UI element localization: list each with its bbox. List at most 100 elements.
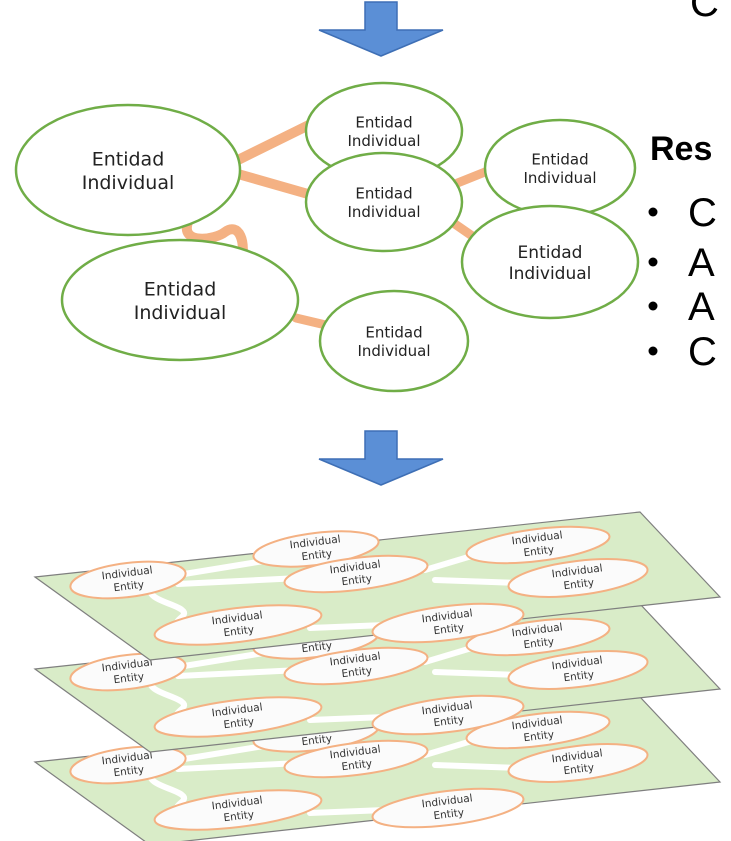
entity-node-ellipse (460, 204, 640, 320)
entity-network: EntidadIndividualEntidadIndividualEntida… (14, 81, 640, 393)
bullet-dot (648, 301, 658, 311)
bullet-list: C A A C (648, 191, 717, 374)
entity-node-ellipse (60, 238, 300, 362)
entity-label-line2: Entity (563, 762, 595, 778)
entity-label-line1: Entidad (531, 150, 588, 168)
entity-label-line2: Entity (301, 733, 333, 749)
entity-label-line2: Entity (563, 669, 595, 685)
arrows-group (318, 1, 444, 486)
bullet-dot (648, 257, 658, 267)
down-arrow-icon (318, 1, 444, 57)
entity-label-line2: Entity (523, 636, 555, 652)
entity-label-line2: Individual (134, 302, 227, 324)
layer-entity-ellipse (507, 650, 649, 690)
entity-label-line2: Entity (113, 764, 145, 780)
entity-label-line2: Entity (433, 807, 465, 823)
entity-label-line2: Entity (341, 665, 373, 681)
entity-label-line1: Entidad (518, 243, 583, 263)
entity-label-line1: Entidad (355, 113, 412, 131)
entity-label-line2: Individual (82, 172, 175, 194)
layer-entity-ellipse (371, 787, 525, 829)
entity-label-line2: Entity (523, 544, 555, 560)
entity-label-line2: Individual (357, 342, 430, 360)
entity-node-ellipse (14, 103, 242, 237)
network-layer: IndividualEntityIndividualEntityIndividu… (33, 511, 722, 661)
layer-link (175, 742, 273, 763)
bullet-item: A (648, 241, 715, 285)
layer-entity-ellipse (69, 652, 187, 692)
network-link (181, 217, 248, 273)
layer-link (307, 807, 388, 816)
entity-label-line2: Entity (223, 624, 255, 640)
entity-label-line2: Entity (433, 714, 465, 730)
network-link (233, 169, 320, 201)
entity-label-line2: Entity (113, 579, 145, 595)
entity-label-line1: Entidad (92, 148, 165, 170)
layer-entity-ellipse (371, 694, 525, 736)
bullet-text: A (688, 285, 715, 329)
layer-entity-ellipse (507, 558, 649, 598)
layer-link (175, 557, 273, 578)
layer-link (175, 649, 273, 670)
stacked-layers: IndividualEntityIndividualEntityIndividu… (33, 511, 722, 841)
entity-label-line2: Entity (341, 758, 373, 774)
layer-entity-ellipse (507, 743, 649, 783)
layer-link (307, 622, 388, 631)
entity-label-line1: Entidad (144, 278, 217, 300)
layer-link (307, 714, 388, 723)
entity-label-line2: Entity (301, 640, 333, 656)
entity-label-line1: Entidad (355, 184, 412, 202)
entity-label-line1: Entidad (365, 323, 422, 341)
layer-entity-ellipse (153, 604, 323, 646)
bullet-text: C (688, 330, 717, 374)
bullet-dot (648, 207, 658, 217)
layer-link (175, 760, 303, 772)
entity-label-line2: Entity (523, 729, 555, 745)
layer-entity-ellipse (69, 560, 187, 600)
entity-label-line2: Entity (223, 716, 255, 732)
layer-entity-ellipse (69, 745, 187, 785)
down-arrow-icon (318, 430, 444, 486)
bullet-dot (648, 346, 658, 356)
network-layer: IndividualEntityIndividualEntityIndividu… (33, 696, 722, 841)
section-heading-partial: Res (650, 130, 712, 168)
partial-top-text: C (690, 0, 719, 25)
network-link (233, 117, 320, 165)
entity-label-line2: Individual (523, 169, 596, 187)
bullet-item: A (648, 285, 715, 329)
entity-label-line2: Individual (347, 132, 420, 150)
layer-entity-ellipse (283, 739, 429, 779)
bullet-text: A (688, 241, 715, 285)
layer-link (175, 667, 303, 679)
entity-label-line2: Entity (433, 622, 465, 638)
entity-node-ellipse (304, 151, 464, 253)
bullet-item: C (648, 191, 717, 235)
entity-node-ellipse (318, 289, 470, 393)
bullet-text: C (688, 191, 717, 235)
entity-label-line2: Individual (347, 203, 420, 221)
entity-label-line2: Entity (113, 671, 145, 687)
layer-entity-ellipse (283, 646, 429, 686)
